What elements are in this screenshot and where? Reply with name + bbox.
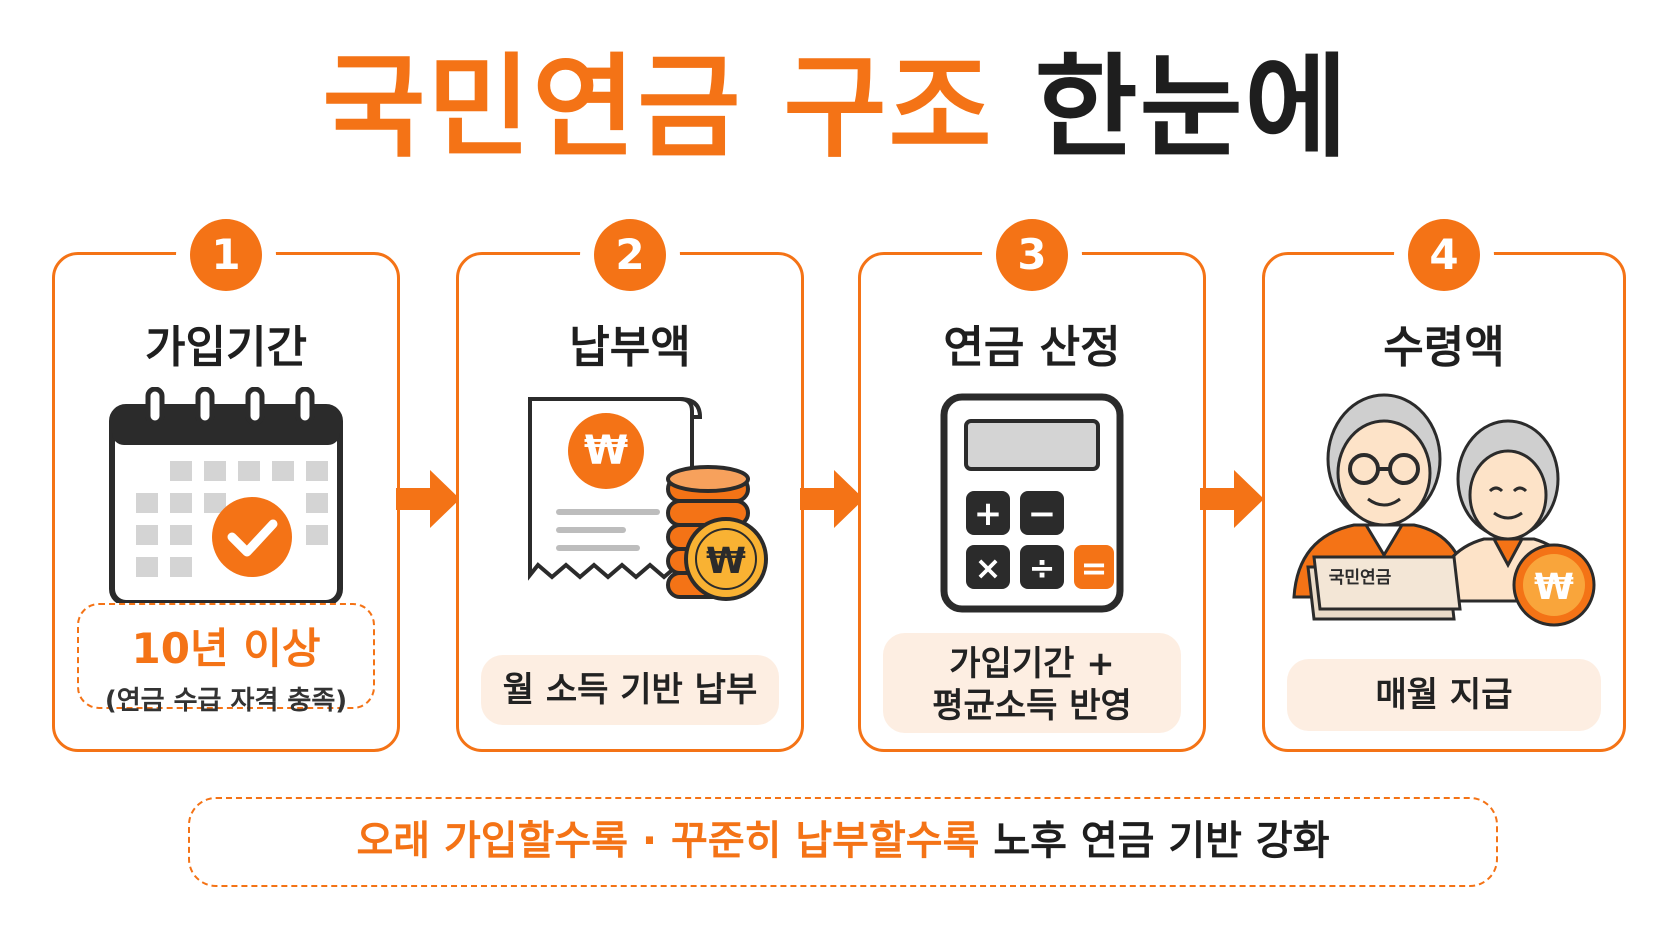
- coin-symbol: ₩: [584, 428, 628, 474]
- step-title: 납부액: [569, 322, 691, 373]
- step-highlight: 10년 이상: [131, 624, 321, 673]
- step-number-badge: 1: [190, 219, 262, 291]
- title-dark: 한눈에: [1034, 43, 1350, 173]
- step-number-badge: 3: [996, 219, 1068, 291]
- summary-banner: 오래 가입할수록 · 꾸준히 납부할수록 노후 연금 기반 강화: [188, 797, 1498, 887]
- coin-symbol: ₩: [706, 541, 746, 582]
- title-accent: 국민연금 구조: [322, 43, 994, 173]
- arrow-right-icon: [1200, 468, 1264, 530]
- arrow-right-icon: [396, 468, 460, 530]
- step-title: 연금 산정: [943, 322, 1121, 373]
- calculator-icon: + − × ÷ =: [861, 387, 1203, 637]
- page-title: 국민연금 구조 한눈에: [0, 38, 1672, 178]
- step-card-2: 2 납부액 ₩ ₩ 월 소득 기반 납부: [456, 219, 804, 752]
- step-label: 매월 지급: [1287, 659, 1601, 731]
- step-note: (연금 수급 자격 충족): [104, 686, 348, 716]
- step-label: 10년 이상 (연금 수급 자격 충족): [77, 603, 375, 716]
- step-card-3: 3 연금 산정 + − × ÷ = 가입기간 + 평균소득 반영: [858, 219, 1206, 752]
- key-equals: =: [1081, 549, 1108, 587]
- arrow-right-icon: [800, 468, 864, 530]
- key-divide: ÷: [1029, 549, 1056, 587]
- key-minus: −: [1028, 494, 1057, 534]
- receipt-coins-icon: ₩ ₩: [459, 387, 801, 637]
- book-text: 국민연금: [1329, 568, 1392, 588]
- key-times: ×: [975, 549, 1002, 587]
- coin-symbol: ₩: [1534, 567, 1574, 608]
- summary-dark: 노후 연금 기반 강화: [993, 818, 1330, 864]
- elderly-couple-icon: 국민연금 ₩: [1265, 387, 1623, 637]
- step-card-4: 4 수령액 국민연금: [1262, 219, 1626, 752]
- step-label-line2: 평균소득 반영: [932, 686, 1132, 726]
- step-number-badge: 4: [1408, 219, 1480, 291]
- step-label: 월 소득 기반 납부: [481, 655, 779, 725]
- key-plus: +: [974, 494, 1003, 534]
- step-number-badge: 2: [594, 219, 666, 291]
- step-title: 수령액: [1383, 322, 1505, 373]
- step-title: 가입기간: [145, 322, 307, 373]
- calendar-check-icon: [55, 387, 397, 637]
- step-card-1: 1 가입기간 10년: [52, 219, 400, 752]
- step-label: 가입기간 + 평균소득 반영: [883, 633, 1181, 733]
- step-label-line1: 가입기간 +: [949, 644, 1115, 684]
- summary-accent: 오래 가입할수록 · 꾸준히 납부할수록: [356, 818, 980, 864]
